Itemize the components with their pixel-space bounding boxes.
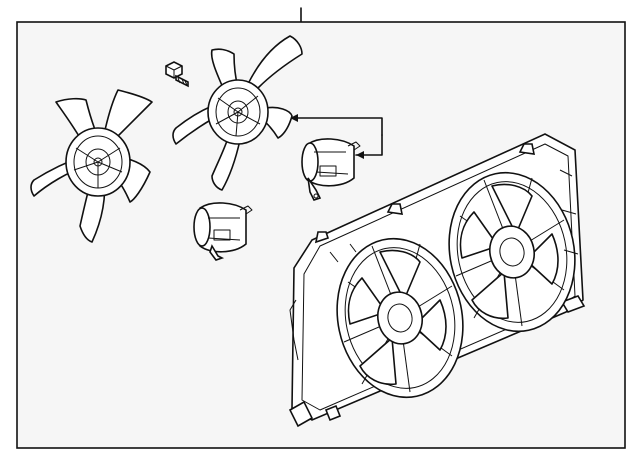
fan-motor-lower: [193, 202, 253, 261]
callout-leader: [289, 114, 383, 159]
fan-blade-left: [30, 89, 153, 243]
fan-motor-upper: [301, 138, 361, 201]
retaining-bolt: [165, 61, 189, 88]
fan-shroud-assembly: [288, 133, 586, 428]
fan-blade-upper: [172, 35, 303, 191]
